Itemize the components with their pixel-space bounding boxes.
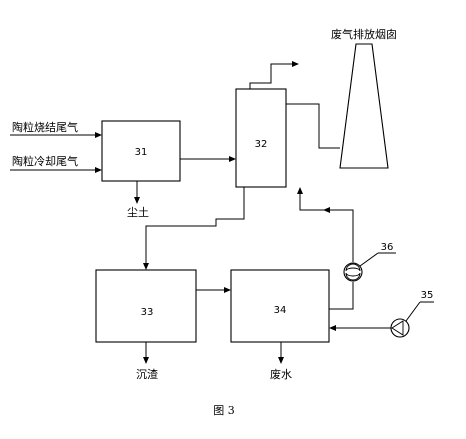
leader-35 [405, 301, 421, 322]
leader-36 [359, 252, 379, 267]
node-32-label: 32 [255, 139, 268, 150]
arrow-31-to-32 [229, 156, 236, 162]
label-sintering-exhaust: 陶粒烧结尾气 [12, 120, 78, 134]
arrow-32-to-33 [143, 263, 149, 270]
node-35-label: 35 [421, 290, 434, 301]
pump-36-icon [343, 262, 363, 282]
chimney-shape [339, 43, 389, 169]
flow-32-right-to-chimney [286, 103, 340, 149]
arrow-35-to-34 [329, 325, 336, 331]
unit-31-box [101, 120, 181, 182]
inlet-arrow-cooling [95, 167, 102, 173]
figure-caption: 图 3 [213, 404, 235, 417]
node-31-label: 31 [135, 147, 148, 158]
label-wastewater: 废水 [270, 367, 292, 381]
label-sediment: 沉渣 [136, 367, 158, 381]
node-36-label: 36 [381, 242, 394, 253]
label-chimney: 废气排放烟囱 [331, 27, 397, 41]
flow-32-to-chimney [249, 63, 293, 89]
arrow-return-mid [323, 207, 330, 213]
arrow-32-top [292, 61, 299, 67]
node-34-label: 34 [274, 305, 287, 316]
arrow-33-to-sediment [143, 357, 149, 364]
label-dust: 尘土 [127, 206, 149, 219]
arrow-34-to-wastewater [278, 357, 284, 364]
flow-32-to-33 [145, 187, 245, 264]
node-33-label: 33 [141, 307, 154, 318]
unit-33-box [95, 269, 197, 343]
unit-32-box [235, 88, 287, 188]
unit-34-box [230, 269, 330, 343]
return-line-36-to-32 [299, 193, 354, 262]
arrow-31-to-dust [134, 197, 140, 204]
inlet-arrow-sintering [95, 132, 102, 138]
label-cooling-exhaust: 陶粒冷却尾气 [12, 154, 78, 168]
arrow-into-32-bottom [297, 187, 303, 194]
flow-34-to-36 [329, 282, 354, 310]
pump-35-icon [390, 318, 410, 338]
arrow-33-to-34 [224, 287, 231, 293]
